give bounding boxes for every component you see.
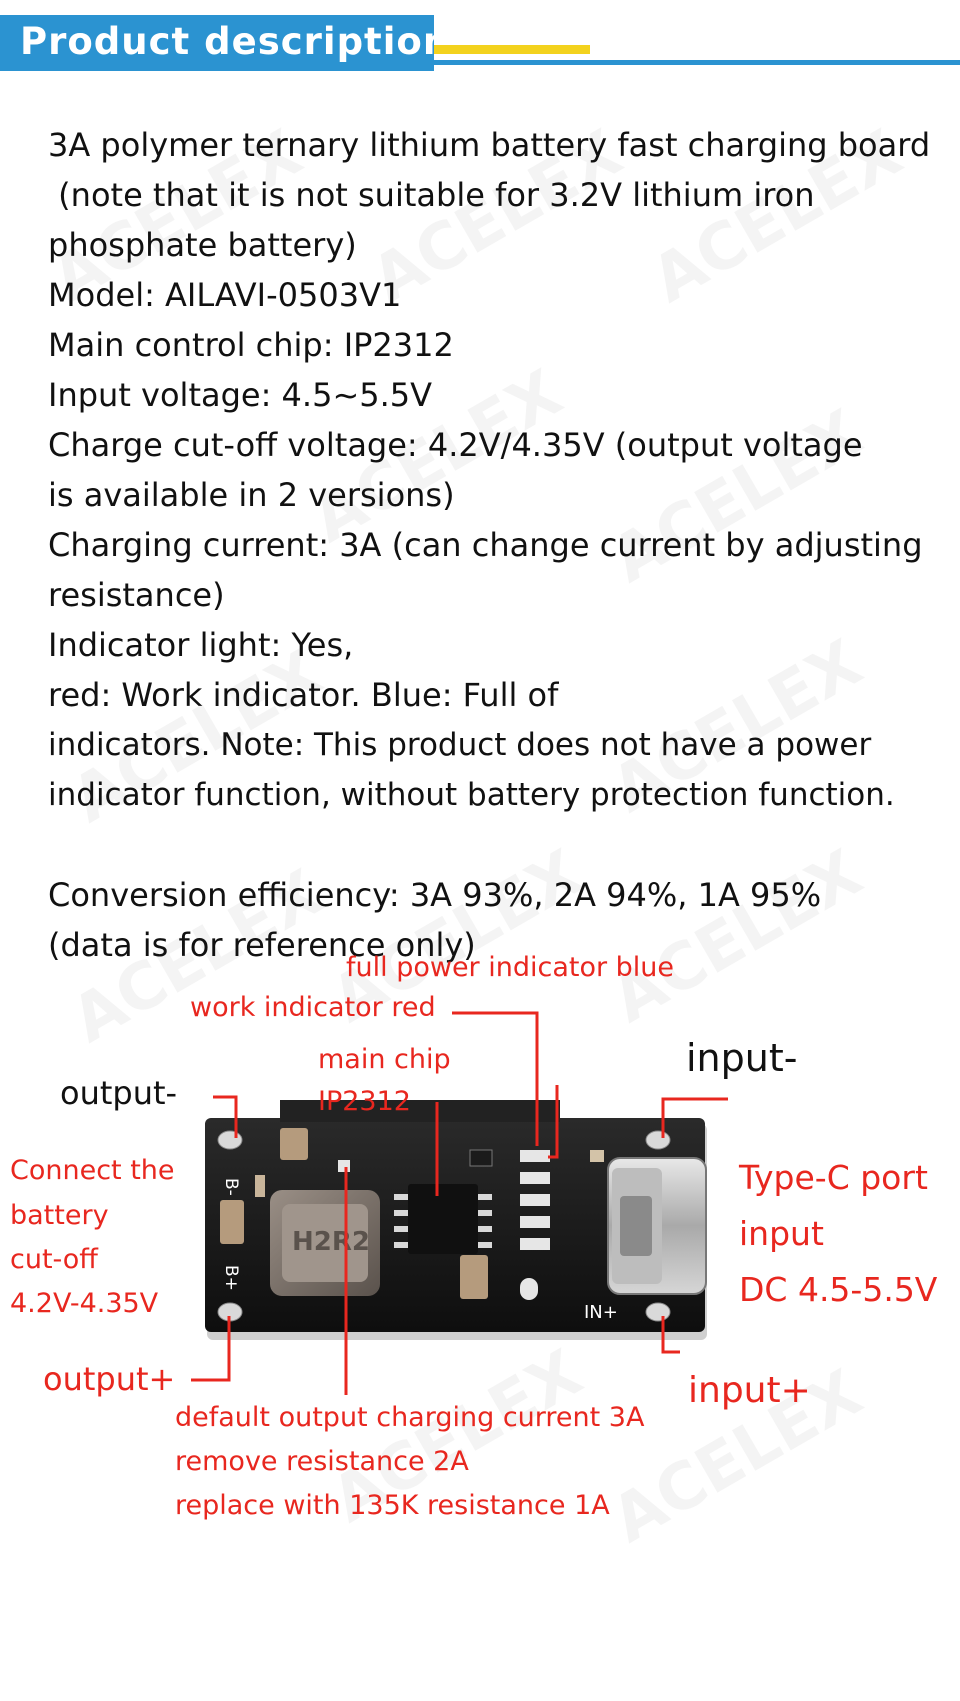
silkscreen-b-minus: B- (221, 1178, 241, 1196)
description-line: Indicator light: Yes, (48, 626, 354, 664)
description-spacer (48, 820, 960, 870)
description-line: Charge cut-off voltage: 4.2V/4.35V (outp… (48, 426, 863, 464)
header-accent-blue (434, 60, 960, 65)
label-battery-line1: Connect the (10, 1155, 175, 1186)
description-line: red: Work indicator. Blue: Full of (48, 676, 559, 714)
label-output-plus: output+ (43, 1360, 176, 1398)
silkscreen-b-plus: B+ (221, 1265, 241, 1291)
callout-lines (191, 1011, 728, 1395)
inductor-marking: H2R2 (292, 1227, 370, 1257)
label-main-chip-model: IP2312 (318, 1086, 411, 1117)
label-battery-line4: 4.2V-4.35V (10, 1288, 159, 1319)
description-line: Main control chip: IP2312 (48, 326, 454, 364)
board-illustration: B- B+ IN+ H2R2 (191, 1011, 728, 1395)
label-typec-line1: Type-C port (739, 1158, 928, 1197)
label-current-line2: remove resistance 2A (175, 1446, 469, 1477)
label-battery-line2: battery (10, 1200, 109, 1231)
pcb-board (205, 1100, 707, 1340)
description-line: indicators. Note: This product does not … (48, 727, 872, 763)
label-output-minus: output- (60, 1074, 178, 1112)
product-description: 3A polymer ternary lithium battery fast … (48, 120, 960, 970)
label-input-minus: input- (686, 1036, 798, 1080)
label-typec-line3: DC 4.5-5.5V (739, 1270, 938, 1309)
page-title: Product description (20, 20, 451, 63)
label-battery-line3: cut-off (10, 1244, 98, 1275)
label-main-chip: main chip (318, 1044, 451, 1075)
board-diagram: B- B+ IN+ H2R2 full power indicator blue… (0, 952, 960, 1701)
label-current-line1: default output charging current 3A (175, 1402, 645, 1433)
description-line: (data is for reference only) (48, 926, 476, 964)
header-accent-yellow (434, 45, 590, 54)
description-line: is available in 2 versions) (48, 476, 455, 514)
description-line: Charging current: 3A (can change current… (48, 526, 923, 564)
description-line: phosphate battery) (48, 226, 357, 264)
description-line: Model: AILAVI-0503V1 (48, 276, 402, 314)
description-line: (note that it is not suitable for 3.2V l… (48, 176, 815, 214)
label-work-indicator: work indicator red (190, 992, 436, 1023)
label-full-power-indicator: full power indicator blue (346, 952, 675, 983)
description-line: Conversion efficiency: 3A 93%, 2A 94%, 1… (48, 876, 822, 914)
label-typec-line2: input (739, 1214, 824, 1253)
label-current-line3: replace with 135K resistance 1A (175, 1490, 610, 1521)
description-line: 3A polymer ternary lithium battery fast … (48, 126, 931, 164)
description-line: indicator function, without battery prot… (48, 777, 895, 813)
description-line: resistance) (48, 576, 225, 614)
description-line: Input voltage: 4.5~5.5V (48, 376, 433, 414)
header-bar (0, 15, 434, 71)
label-input-plus: input+ (688, 1370, 811, 1411)
silkscreen-in-plus: IN+ (584, 1302, 618, 1323)
